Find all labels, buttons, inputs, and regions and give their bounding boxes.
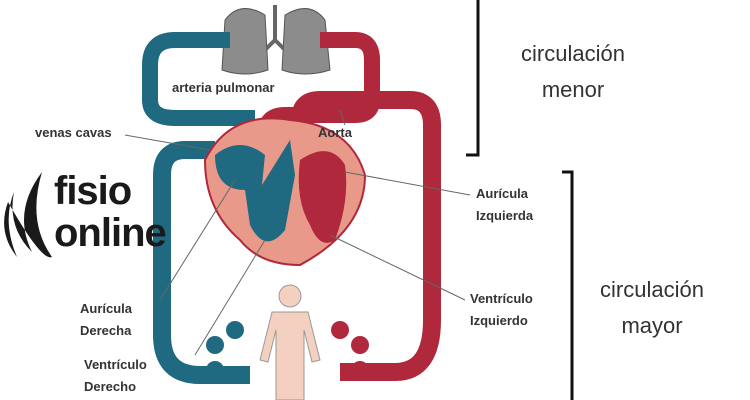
label-auricula-izquierda: Aurícula Izquierda: [476, 183, 533, 227]
label-line: Aurícula: [80, 301, 133, 316]
section-line: circulación: [521, 41, 625, 66]
label-line: Derecho: [84, 379, 137, 394]
section-line: mayor: [621, 313, 683, 338]
aorta-vessel: [291, 91, 441, 381]
body-capillaries: [206, 321, 244, 379]
label-ventriculo-izquierdo: Ventrículo Izquierdo: [470, 288, 533, 332]
fisioonline-logo: fisio online: [54, 169, 167, 255]
human-body: [259, 284, 321, 400]
section-circulacion-mayor: circulación mayor: [572, 272, 732, 344]
label-venas-cavas: venas cavas: [35, 125, 112, 140]
label-auricula-derecha: Aurícula Derecha: [80, 298, 132, 342]
label-arteria-pulmonar: arteria pulmonar: [172, 80, 275, 95]
logo-line: fisio: [54, 169, 132, 213]
label-line: Derecha: [80, 323, 132, 338]
body-capillaries-arterial: [331, 321, 369, 379]
vena-cava-vessel: [153, 141, 250, 384]
section-circulacion-menor: circulación menor: [498, 36, 648, 108]
lungs: [221, 5, 331, 75]
label-aorta: Aorta: [318, 125, 352, 140]
label-line: Izquierdo: [470, 313, 528, 328]
bracket-mayor: [562, 170, 574, 400]
label-ventriculo-derecho: Ventrículo Derecho: [84, 354, 147, 398]
pointer-lines: [124, 109, 471, 356]
section-line: menor: [541, 77, 605, 102]
bracket-menor: [466, 0, 480, 157]
label-line: Ventrículo: [84, 357, 147, 372]
label-line: Izquierda: [476, 208, 534, 223]
label-line: Ventrículo: [470, 291, 533, 306]
logo-flame-icon: [4, 172, 52, 258]
logo-line: online: [54, 211, 167, 255]
label-line: Aurícula: [476, 186, 529, 201]
section-line: circulación: [600, 277, 704, 302]
pulmonary-artery-vessel: [142, 32, 255, 126]
heart: [203, 117, 367, 267]
